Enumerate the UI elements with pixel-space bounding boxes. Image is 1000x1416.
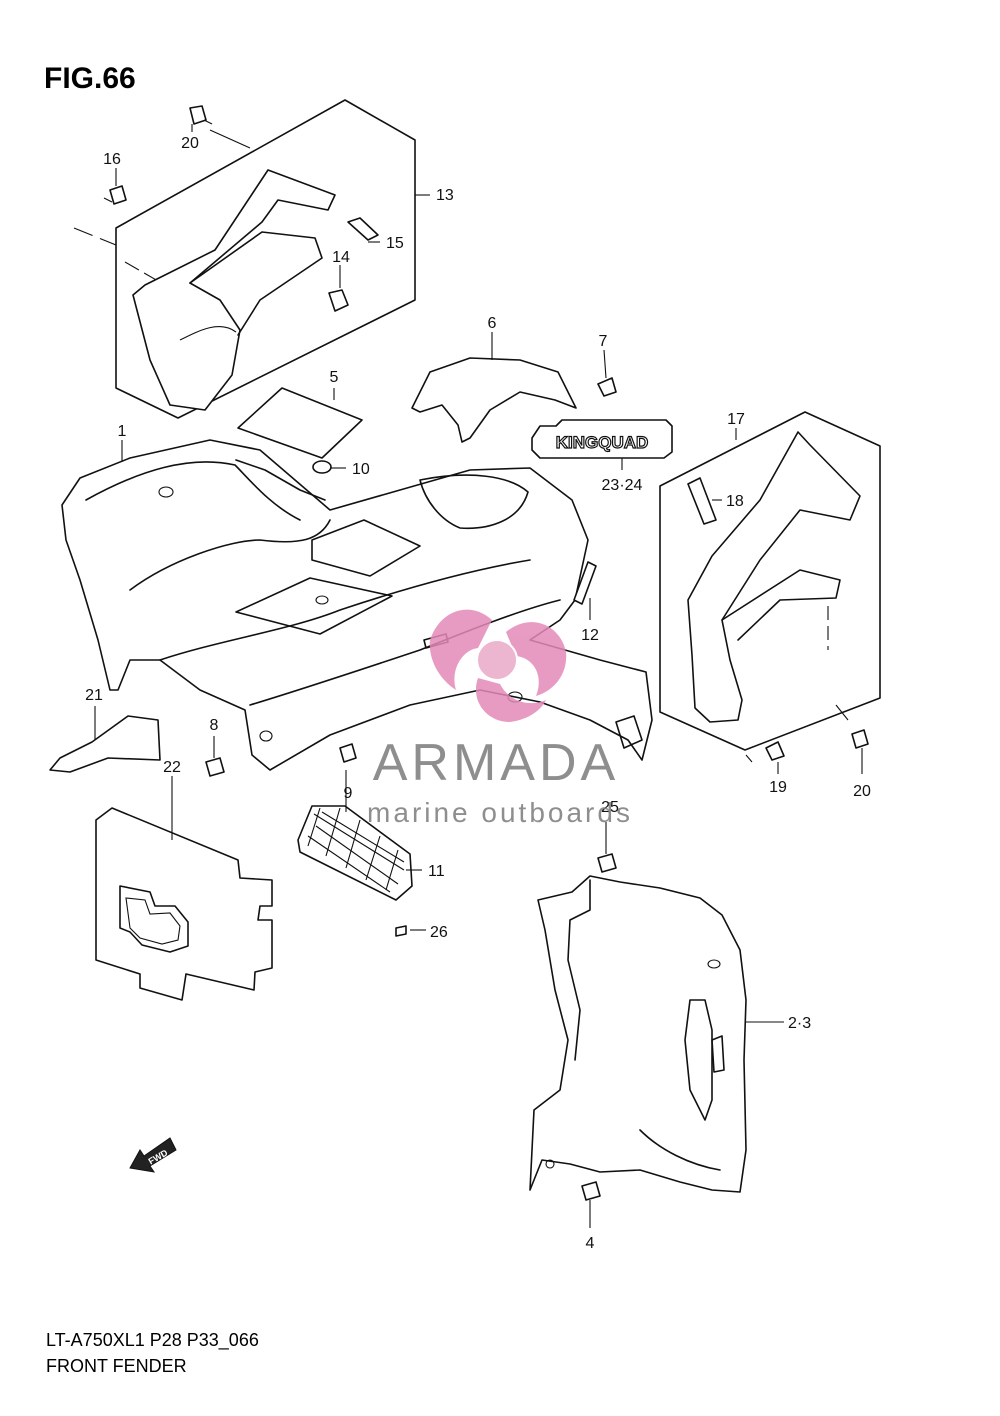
callout-17: 17: [727, 411, 745, 428]
callout-21: 21: [85, 687, 103, 704]
figure-title: FIG.66: [44, 62, 136, 95]
callout-9: 9: [344, 785, 353, 802]
part-22-mudguard: [95, 807, 273, 1001]
part-5-pad: [237, 387, 363, 459]
fastener-20-right: [851, 729, 869, 774]
fastener-16: [103, 185, 127, 205]
armada-watermark: ARMADA marine outboards: [367, 609, 633, 828]
watermark-tagline: marine outboards: [367, 797, 633, 828]
callout-18: 18: [726, 493, 744, 510]
section-name: FRONT FENDER: [46, 1356, 187, 1376]
callout-labels: 1 2·3 4 5 6 7 8 9 10 11 12 13 14 15 16 1…: [85, 135, 871, 1252]
callout-25: 25: [601, 799, 619, 816]
fastener-8: [205, 736, 225, 777]
callout-23-24: 23·24: [602, 477, 643, 494]
callout-1: 1: [118, 423, 127, 440]
fastener-25: [597, 822, 617, 873]
callout-22: 22: [163, 759, 181, 776]
watermark-brand: ARMADA: [373, 734, 619, 792]
callout-11: 11: [428, 863, 445, 880]
leader-lines: [94, 124, 784, 1023]
part-21-flap: [49, 715, 161, 773]
kingquad-decal: KINGQUAD: [531, 419, 673, 470]
callout-14: 14: [332, 249, 350, 266]
callout-2-3: 2·3: [788, 1015, 811, 1032]
fastener-26: [395, 925, 407, 937]
fastener-4: [581, 1181, 601, 1228]
fastener-19: [765, 741, 785, 774]
callout-16: 16: [103, 151, 121, 168]
callout-20-top: 20: [181, 135, 199, 152]
fastener-20-top: [189, 105, 213, 125]
decal-text: KINGQUAD: [556, 433, 649, 452]
callout-19: 19: [769, 779, 787, 796]
propeller-logo-icon: [429, 609, 567, 722]
inner-fender-left-group: [73, 99, 416, 419]
callout-10: 10: [352, 461, 370, 478]
callout-4: 4: [586, 1235, 595, 1252]
callout-7: 7: [599, 333, 608, 350]
fastener-9: [339, 743, 357, 763]
part-6-cover: [411, 357, 577, 443]
inner-fender-right-group: [659, 411, 881, 763]
part-10-grommet: [312, 460, 332, 474]
callout-12: 12: [581, 627, 599, 644]
callout-20-right: 20: [853, 783, 871, 800]
model-code: LT-A750XL1 P28 P33_066: [46, 1330, 259, 1350]
callout-5: 5: [330, 369, 339, 386]
part-2-3-side-panel: [529, 875, 747, 1193]
callout-8: 8: [210, 717, 219, 734]
part-12-strip: [573, 561, 597, 605]
callout-15: 15: [386, 235, 404, 252]
callout-26: 26: [430, 924, 448, 941]
part-1-front-fender: [61, 439, 653, 771]
part-7-clip: [597, 349, 617, 397]
fwd-direction-arrow: FWD: [129, 1137, 177, 1173]
callout-6: 6: [488, 315, 497, 332]
callout-13: 13: [436, 187, 454, 204]
